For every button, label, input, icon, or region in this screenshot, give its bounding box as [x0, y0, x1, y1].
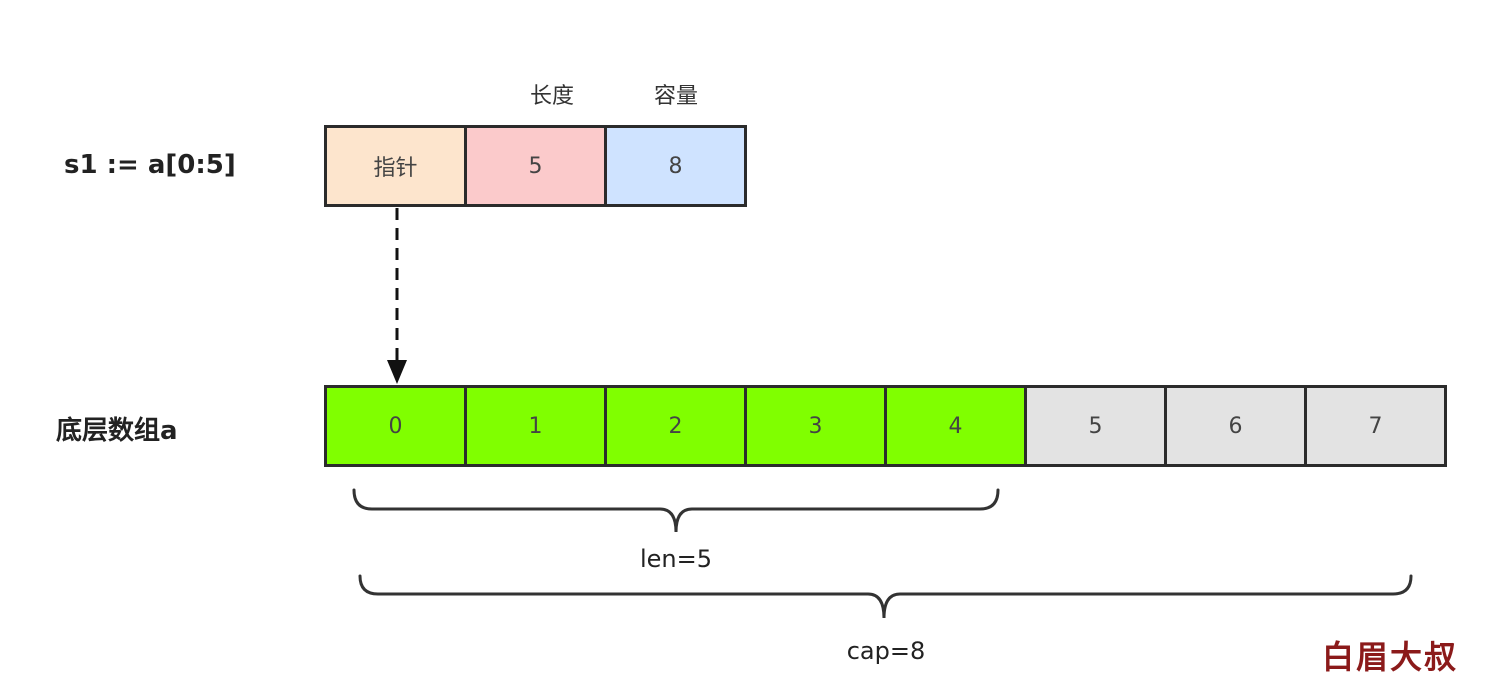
watermark-logo: 白眉大叔 — [1322, 638, 1459, 676]
capacity-field-value: 8 — [668, 153, 683, 179]
array-cell-3: 3 — [744, 385, 887, 467]
len-brace — [352, 488, 1000, 533]
array-cell-value: 4 — [948, 413, 963, 439]
pointer-arrow — [387, 208, 407, 384]
array-cell-value: 2 — [668, 413, 683, 439]
array-name-label: 底层数组a — [56, 416, 178, 446]
array-cell-6: 6 — [1164, 385, 1307, 467]
cap-label: cap=8 — [846, 637, 926, 665]
array-cell-value: 3 — [808, 413, 823, 439]
capacity-field: 8 — [604, 125, 747, 207]
capacity-header: 容量 — [653, 84, 698, 109]
array-cell-value: 5 — [1088, 413, 1103, 439]
pointer-field: 指针 — [324, 125, 467, 207]
array-cell-value: 7 — [1368, 413, 1383, 439]
array-cell-7: 7 — [1304, 385, 1447, 467]
len-label: len=5 — [639, 545, 713, 573]
cap-brace — [358, 574, 1413, 619]
length-header: 长度 — [529, 84, 574, 109]
length-field-value: 5 — [528, 153, 543, 179]
array-cell-value: 6 — [1228, 413, 1243, 439]
array-cell-4: 4 — [884, 385, 1027, 467]
slice-expression-label: s1 := a[0:5] — [64, 150, 236, 180]
pointer-field-label: 指针 — [373, 156, 418, 181]
array-cell-value: 1 — [528, 413, 543, 439]
array-cell-value: 0 — [388, 413, 403, 439]
